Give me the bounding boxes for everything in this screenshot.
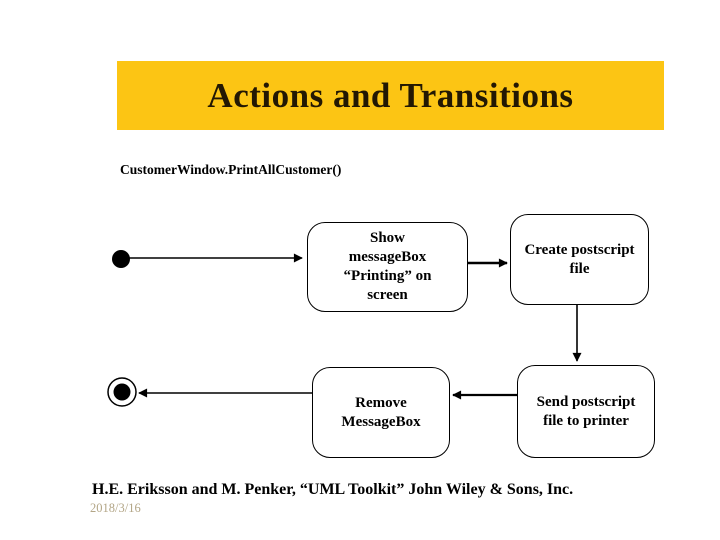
initial-state-node xyxy=(112,250,130,268)
footer-citation: H.E. Eriksson and M. Penker, “UML Toolki… xyxy=(92,481,574,498)
action-box-show-messagebox: Show messageBox “Printing” on screen xyxy=(307,222,468,312)
title-bar: Actions and Transitions xyxy=(117,61,664,130)
slide-date: 2018/3/16 xyxy=(90,501,141,515)
action-box-remove-messagebox: Remove MessageBox xyxy=(312,367,450,458)
final-state-inner-dot xyxy=(113,383,131,401)
action-label: Remove MessageBox xyxy=(341,394,421,430)
action-box-send-postscript-file: Send postscript file to printer xyxy=(517,365,655,458)
action-label: Send postscript file to printer xyxy=(536,393,636,429)
final-state-node xyxy=(107,377,137,407)
slide-title: Actions and Transitions xyxy=(207,75,574,115)
method-call-label: CustomerWindow.PrintAllCustomer() xyxy=(120,162,342,177)
action-box-create-postscript-file: Create postscript file xyxy=(510,214,649,305)
action-label: Show messageBox “Printing” on screen xyxy=(343,230,432,303)
action-label: Create postscript file xyxy=(524,241,635,277)
